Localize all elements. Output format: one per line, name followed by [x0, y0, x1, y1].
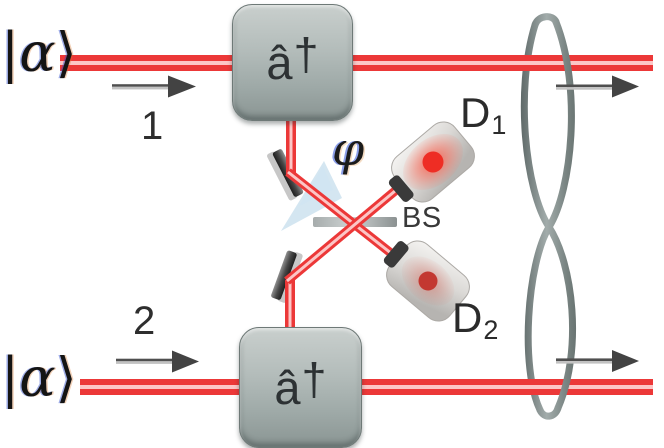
ket-top-bar: |: [1, 21, 20, 84]
creation-operator-label-bottom: â†: [274, 357, 326, 414]
arrow3-shaft-dark: [556, 84, 614, 88]
detector-1: [388, 121, 475, 203]
detector-2: [383, 240, 470, 322]
entanglement-ribbon-front: [545, 18, 577, 412]
detector-1-label: D1: [460, 92, 506, 139]
phase-label: φ: [332, 122, 365, 176]
detector-1-label-sub: 1: [491, 110, 507, 140]
detector-2-label-base: D: [452, 294, 483, 341]
arrow4-shaft-light: [556, 361, 614, 364]
phase-wedge-highlight: [299, 166, 333, 206]
creation-operator-label-top: â†: [266, 32, 318, 89]
a-hat-top: â: [266, 36, 293, 89]
detector-2-dot: [418, 271, 438, 291]
arrow1-shaft-dark: [112, 84, 169, 87]
dagger-top: †: [293, 29, 319, 80]
detector-1-dot: [422, 151, 444, 173]
ribbon-top-right-strand: [545, 18, 575, 231]
mirror-bottom-face: [271, 250, 297, 300]
detector-1-label-base: D: [460, 89, 491, 136]
mirror-top-back: [267, 151, 297, 201]
input-state-ket-top: |α⟩: [1, 26, 77, 80]
diagonal-beam-to-d2: [285, 168, 404, 265]
beamsplitter-label: BS: [402, 202, 442, 234]
arrow-mode-2: [116, 350, 199, 373]
ribbon-bottom-right-strand: [545, 223, 577, 412]
arrow-mode-1: [112, 75, 196, 98]
detector-2-label-sub: 2: [483, 315, 499, 345]
detector-1-aperture: [388, 175, 414, 202]
ket-bottom-rangle: ⟩: [55, 346, 77, 409]
ket-top-alpha: α: [19, 21, 56, 84]
beam-d1-core: [286, 184, 402, 283]
a-hat-bottom: â: [274, 361, 301, 414]
dagger-bottom: †: [301, 354, 327, 405]
arrow3-shaft-light: [556, 87, 614, 90]
ket-top-rangle: ⟩: [55, 21, 77, 84]
ribbon-top-left-strand: [520, 21, 553, 231]
mode-2-label: 2: [133, 299, 156, 343]
arrow2-shaft-light: [116, 361, 173, 364]
detector-2-aperture: [383, 241, 409, 268]
arrow2-shaft-dark: [116, 358, 173, 362]
creation-operator-box-top: â†: [232, 4, 353, 121]
ket-bottom-bar: |: [1, 346, 20, 409]
diagonal-beam-to-d1: [284, 182, 404, 285]
arrow4-head: [612, 350, 639, 372]
mode-1-label: 1: [141, 104, 164, 148]
creation-operator-box-bottom: â†: [239, 327, 362, 448]
arrow-output-2: [556, 350, 639, 372]
arrow-output-1: [556, 75, 639, 98]
beam-d2-core: [287, 170, 402, 263]
laser-beams: [60, 55, 653, 395]
detector-2-label: D2: [452, 297, 498, 344]
ket-bottom-alpha: α: [19, 346, 56, 409]
arrow3-head: [612, 75, 639, 98]
arrow2-head: [172, 350, 199, 373]
arrow1-head: [168, 75, 196, 98]
mirror-top: [267, 149, 304, 201]
input-state-ket-bottom: |α⟩: [1, 351, 77, 405]
arrow1-shaft-light: [112, 86, 169, 90]
arrow4-shaft-dark: [556, 358, 614, 361]
